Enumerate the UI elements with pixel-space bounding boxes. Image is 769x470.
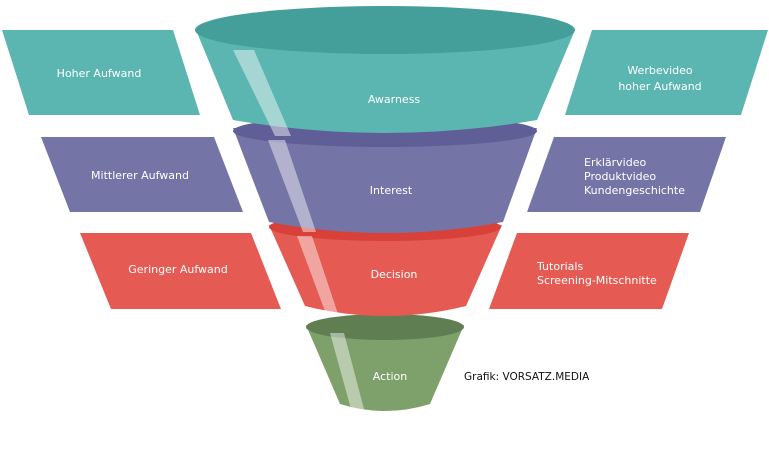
left-panel-high-label: Hoher Aufwand — [57, 67, 142, 80]
right-panel-low-shape — [489, 233, 689, 309]
funnel-stage-interest-label: Interest — [370, 184, 413, 197]
left-panel-high: Hoher Aufwand — [2, 30, 200, 115]
left-panel-low: Geringer Aufwand — [80, 233, 281, 309]
right-panel-low-line-1: Tutorials — [536, 260, 583, 273]
funnel-stage-awareness: Awarness — [195, 6, 575, 136]
right-panel-high-shape — [565, 30, 768, 115]
funnel-stage-awareness-label: Awarness — [368, 93, 421, 106]
funnel-stage-interest-highlight — [268, 140, 316, 232]
funnel-stage-decision-body — [269, 225, 502, 316]
right-panel-low-line-2: Screening-Mitschnitte — [537, 274, 657, 287]
left-panel-low-shape — [80, 233, 281, 309]
left-panel-medium-shape — [41, 137, 243, 212]
right-panel-medium-line-1: Erklärvideo — [584, 156, 646, 169]
right-panel-high-line-2: hoher Aufwand — [618, 80, 701, 93]
left-panel-low-label: Geringer Aufwand — [128, 263, 227, 276]
funnel-stage-awareness-rim — [195, 6, 575, 54]
left-panel-high-shape — [2, 30, 200, 115]
left-panel-medium-label: Mittlerer Aufwand — [91, 169, 189, 182]
funnel-stage-action: Action — [306, 314, 464, 411]
funnel-stage-awareness-highlight — [233, 50, 291, 136]
right-panel-medium-shape — [527, 137, 726, 212]
right-panel-medium-line-3: Kundengeschichte — [584, 184, 685, 197]
funnel-stage-action-highlight — [330, 333, 364, 409]
right-panel-high-line-1: Werbevideo — [627, 64, 693, 77]
funnel-stage-action-body — [306, 325, 464, 411]
funnel-stage-action-label: Action — [373, 370, 407, 383]
right-panel-low: Tutorials Screening-Mitschnitte — [489, 233, 689, 309]
credit-text: Grafik: VORSATZ.MEDIA — [464, 371, 590, 383]
left-panel-medium: Mittlerer Aufwand — [41, 137, 243, 212]
right-panel-medium-line-2: Produktvideo — [584, 170, 656, 183]
right-panel-high: Werbevideo hoher Aufwand — [565, 30, 768, 115]
funnel-stage-decision-label: Decision — [371, 268, 418, 281]
funnel-stage-interest-body — [233, 128, 537, 233]
funnel-stage-action-rim — [306, 314, 464, 340]
funnel-stage-awareness-body — [196, 30, 575, 133]
funnel-stage-decision-highlight — [297, 236, 338, 314]
right-panel-medium: Erklärvideo Produktvideo Kundengeschicht… — [527, 137, 726, 212]
